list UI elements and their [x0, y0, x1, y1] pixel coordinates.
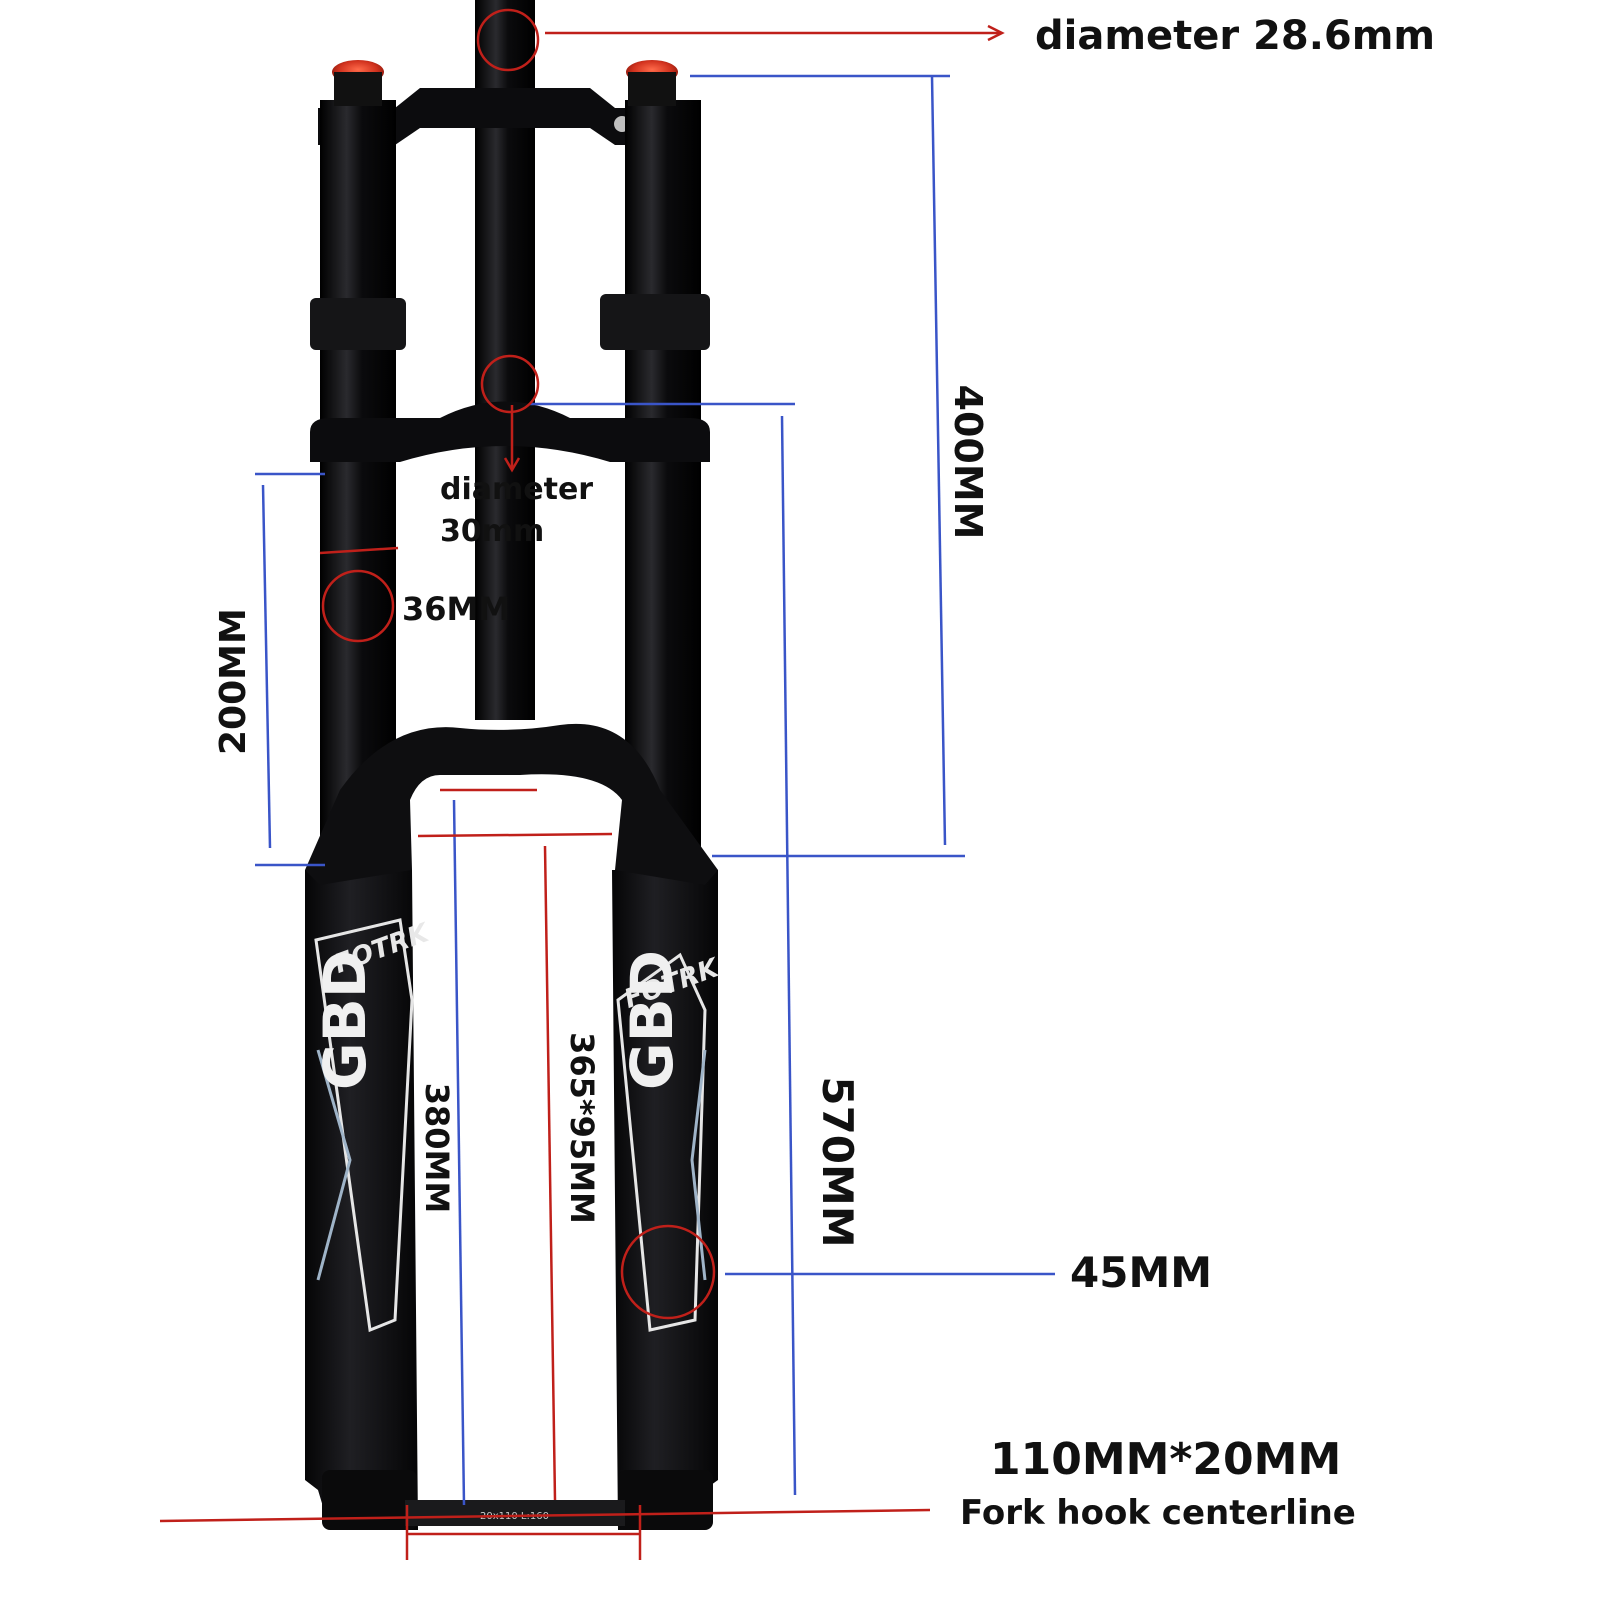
thru-axle [405, 1500, 625, 1526]
left-dropout [322, 1470, 417, 1530]
label-steerer-bottom-1: diameter [440, 472, 594, 507]
right-lower-leg [612, 870, 718, 1530]
dim-200-line [261, 484, 272, 849]
left-lower-leg [305, 870, 418, 1530]
stanchion-mark [319, 546, 399, 555]
right-bumper [600, 294, 710, 350]
dim-286-arrowhead [987, 24, 1005, 42]
left-bumper [310, 298, 406, 350]
dim-400-line [930, 75, 947, 846]
model-decal-left: GBD [311, 950, 379, 1090]
circle-steerer-top [476, 8, 540, 72]
label-365: 365*95MM [563, 1032, 601, 1224]
dim-30-arrowhead [503, 457, 521, 473]
label-380: 380MM [418, 1082, 456, 1214]
fork-arch [305, 723, 718, 885]
right-dropout [618, 1470, 713, 1530]
circle-steerer-bottom [480, 354, 540, 414]
label-axle-size: 110MM*20MM [990, 1434, 1342, 1485]
label-400: 400MM [946, 384, 990, 540]
label-steerer-bottom-2: 30mm [440, 514, 545, 549]
label-steerer-top: diameter 28.6mm [1035, 13, 1436, 59]
upper-crown [318, 88, 700, 145]
dim-570-line [780, 415, 797, 1496]
label-axle-caption: Fork hook centerline [960, 1493, 1356, 1533]
axle-centerline [159, 1508, 931, 1523]
label-570: 570MM [813, 1076, 862, 1248]
circle-lower-leg [620, 1224, 716, 1320]
circle-stanchion [321, 569, 395, 643]
model-decal-right: GBD [618, 950, 686, 1090]
dim-365-line [543, 845, 557, 1501]
dim-380-line [452, 799, 466, 1506]
label-lower-leg: 45MM [1070, 1248, 1213, 1297]
dim-365-top-ext [417, 832, 613, 838]
lower-crown [310, 401, 710, 462]
label-200: 200MM [213, 608, 254, 755]
label-stanchion: 36MM [402, 590, 511, 628]
